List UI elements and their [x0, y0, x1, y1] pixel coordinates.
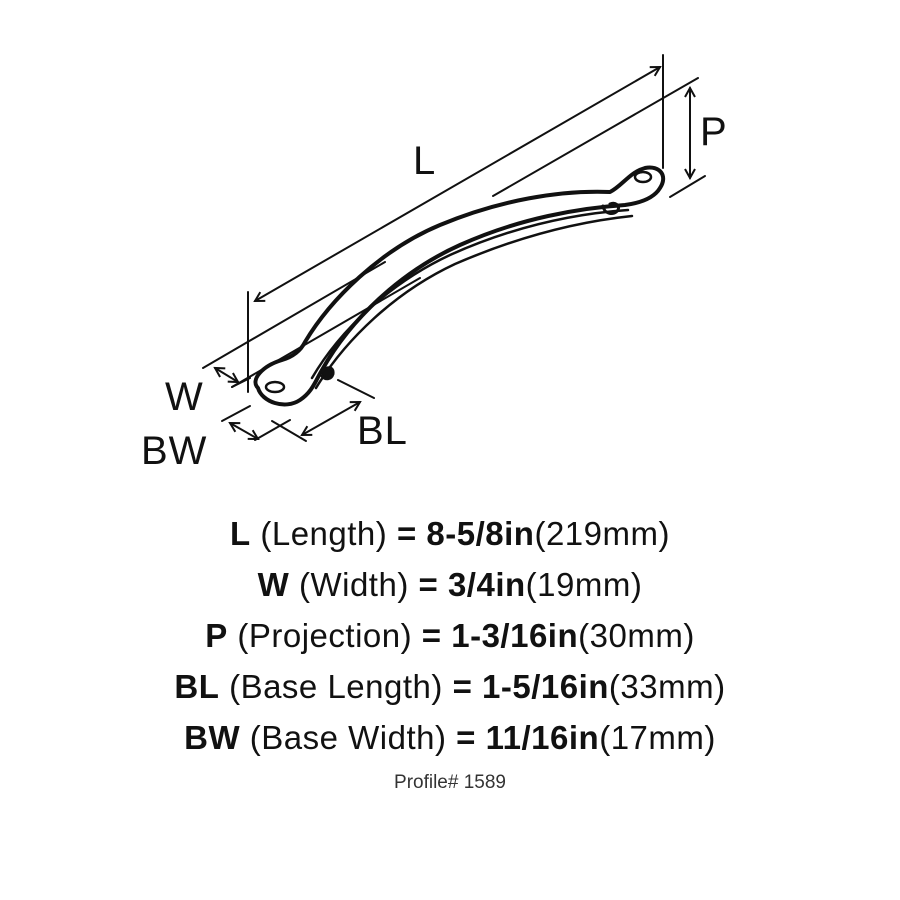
spec-abbr: BW [184, 719, 241, 756]
spec-inches: 11/16in [485, 719, 600, 756]
spec-name: (Length) [260, 515, 388, 552]
spec-base-length: BL (Base Length) = 1-5/16in(33mm) [0, 661, 900, 712]
spec-mm: (33mm) [608, 668, 726, 705]
spec-equals: = [421, 617, 442, 654]
bl-dimension-line [302, 402, 360, 435]
right-screw-hole [633, 170, 653, 184]
spec-equals: = [396, 515, 417, 552]
spec-projection: P (Projection) = 1-3/16in(30mm) [0, 610, 900, 661]
spec-equals: = [456, 719, 476, 756]
w-dimension-line [215, 368, 238, 382]
spec-abbr: W [257, 566, 290, 603]
spec-abbr: BL [174, 668, 220, 705]
spec-base-width: BW (Base Width) = 11/16in(17mm) [0, 712, 900, 763]
spec-mm: (30mm) [578, 617, 695, 654]
spec-name: (Base Length) [229, 668, 443, 705]
label-bw: BW [141, 429, 208, 473]
pull-body-outline [253, 165, 666, 407]
spec-abbr: L [230, 515, 251, 552]
spec-abbr: P [205, 617, 228, 654]
spec-name: (Projection) [237, 617, 413, 654]
spec-inches: 1-3/16in [451, 617, 579, 654]
bw-dimension-line [230, 423, 258, 439]
profile-number: Profile# 1589 [394, 772, 506, 793]
label-bl: BL [357, 409, 408, 453]
spec-inches: 1-5/16in [482, 668, 609, 705]
p-extension-bottom [669, 175, 706, 198]
pull-handle-drawing [202, 54, 706, 442]
spec-mm: (219mm) [534, 515, 670, 552]
spec-name: (Width) [298, 566, 409, 603]
dimension-specs: L (Length) = 8-5/8in(219mm) W (Width) = … [0, 508, 900, 763]
spec-name: (Base Width) [249, 719, 447, 756]
right-base-foot [601, 201, 620, 215]
label-l: L [413, 139, 437, 183]
left-base-foot [320, 366, 335, 381]
label-p: P [700, 110, 728, 154]
spec-equals: = [418, 566, 439, 603]
l-dimension-line [255, 67, 660, 301]
spec-equals: = [452, 668, 473, 705]
spec-mm: (19mm) [525, 566, 643, 603]
left-screw-hole [264, 380, 286, 394]
spec-mm: (17mm) [599, 719, 716, 756]
spec-inches: 3/4in [447, 566, 526, 603]
spec-width: W (Width) = 3/4in(19mm) [0, 559, 900, 610]
label-w: W [165, 375, 204, 419]
pull-dimension-diagram: L P W BW BL [141, 54, 728, 473]
spec-length: L (Length) = 8-5/8in(219mm) [0, 508, 900, 559]
spec-inches: 8-5/8in [426, 515, 535, 552]
